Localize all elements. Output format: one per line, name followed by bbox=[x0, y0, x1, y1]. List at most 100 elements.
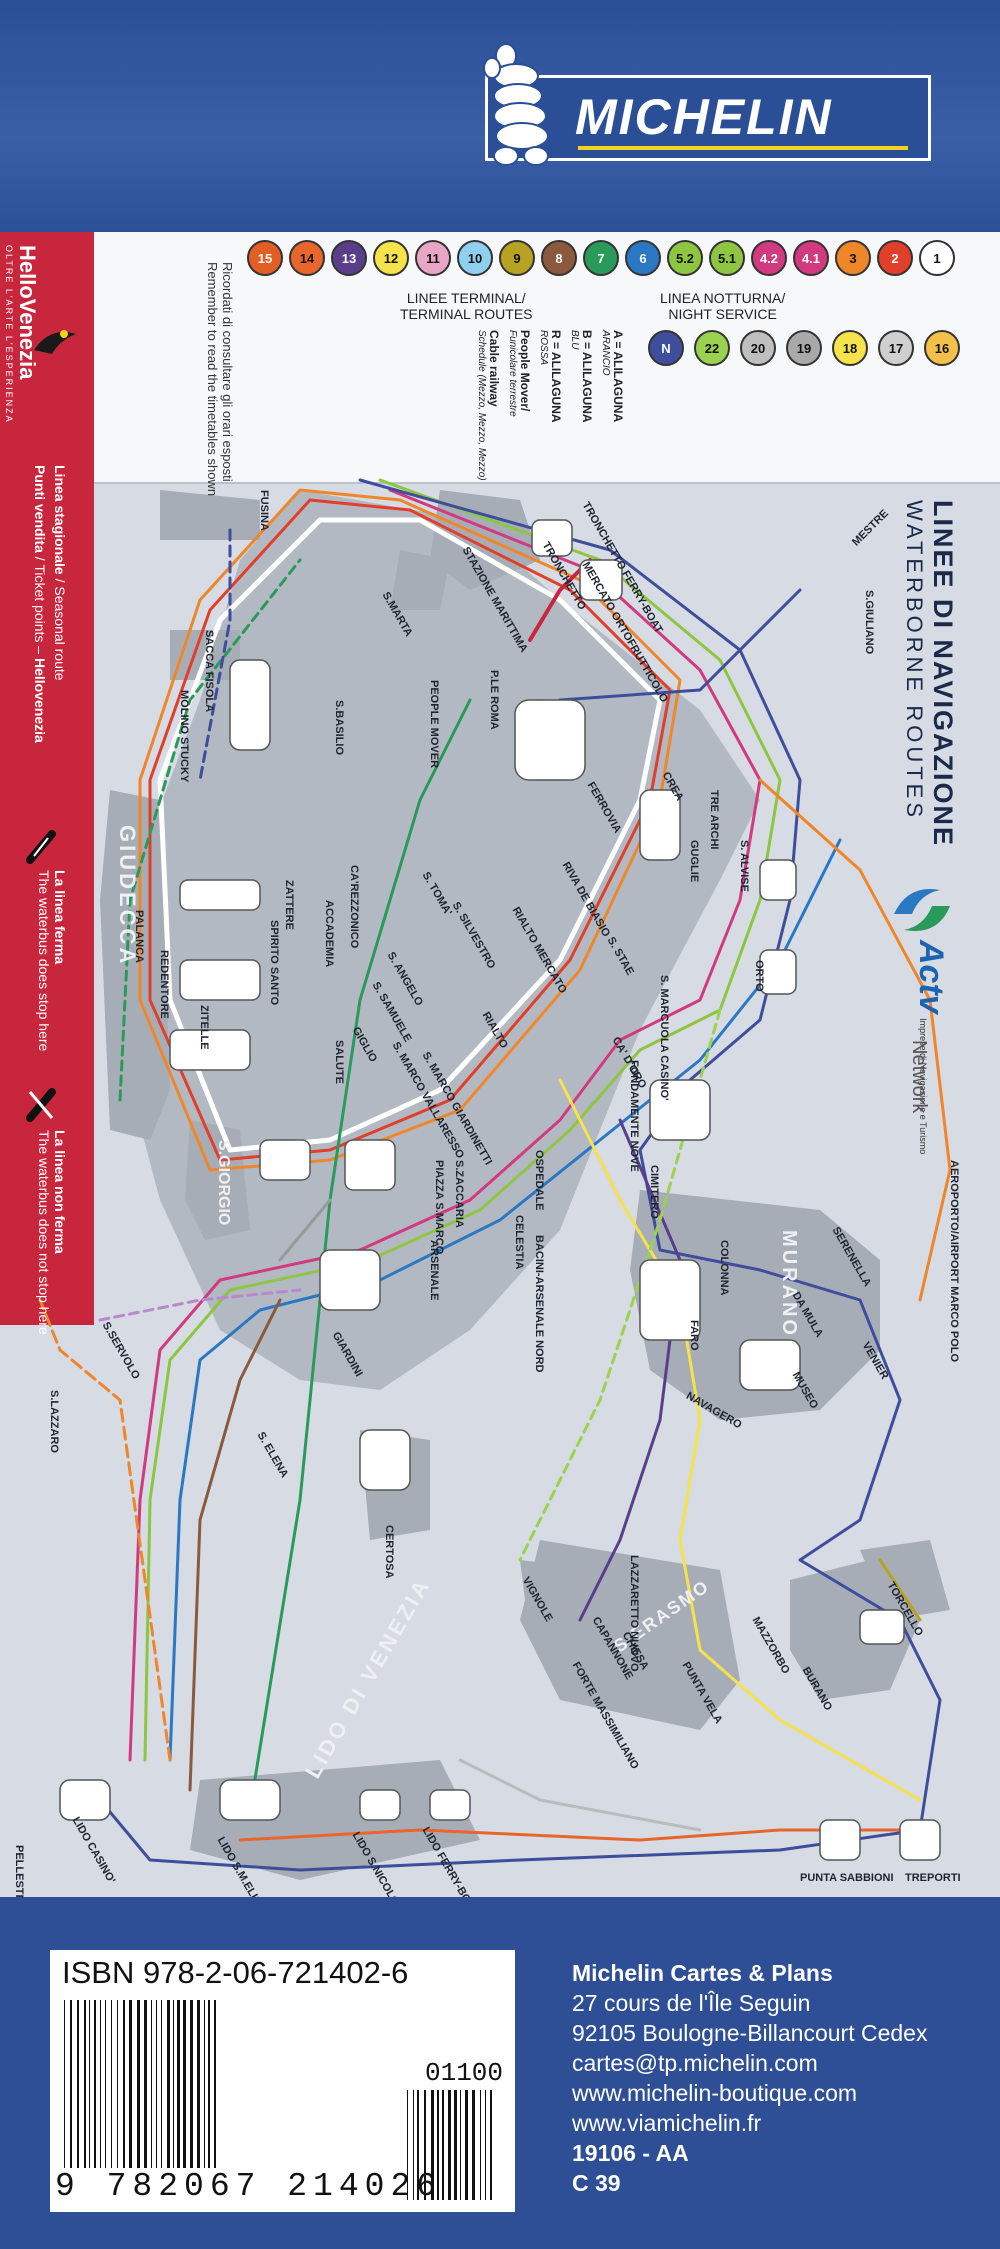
route-airport bbox=[758, 778, 952, 1302]
route-3 bbox=[138, 488, 682, 1172]
michelin-wordmark: MICHELIN bbox=[575, 89, 833, 145]
terminal-route-label: A = ALILAGUNA bbox=[611, 330, 625, 423]
barcode-bar bbox=[84, 2000, 86, 2168]
stop-marker bbox=[739, 1339, 801, 1391]
side-legend-points: Punti vendita / Ticket points – Helloven… bbox=[32, 465, 48, 743]
stop-label-salute: SALUTE bbox=[333, 1040, 345, 1084]
barcode-addon-bar bbox=[460, 2090, 461, 2200]
barcode-bar bbox=[64, 2000, 65, 2168]
island-giudecca bbox=[100, 790, 170, 1140]
stop-label-arsenale: ARSENALE bbox=[428, 1240, 440, 1301]
stop-marker bbox=[514, 699, 586, 781]
line-badge-14: 14 bbox=[289, 240, 325, 276]
terminal-route-label: Cable railway bbox=[487, 330, 501, 407]
map-subtitle: WATERBORNE ROUTES bbox=[902, 500, 927, 822]
barcode-bar bbox=[89, 2000, 90, 2168]
stop-label-molino: MOLINO STUCKY bbox=[178, 690, 190, 783]
publisher-name: Michelin Cartes & Plans bbox=[572, 1960, 833, 1986]
line-badge-10: 10 bbox=[457, 240, 493, 276]
island-vignole bbox=[520, 1560, 610, 1640]
line-badge-42: 4.2 bbox=[751, 240, 787, 276]
barcode-bar bbox=[190, 2000, 193, 2168]
terminal-route-sub: Funicolare terrestre bbox=[507, 330, 518, 417]
stop-marker bbox=[429, 1789, 471, 1821]
actv-logo-icon bbox=[890, 880, 954, 940]
barcode-bar bbox=[161, 2000, 162, 2168]
terminal-route-sub: ARANCIO bbox=[600, 330, 611, 376]
barcode-bar bbox=[123, 2000, 125, 2168]
stop-marker bbox=[219, 1779, 281, 1821]
route-9 bbox=[878, 1558, 922, 1622]
stop-label-ospedale: OSPEDALE bbox=[533, 1150, 545, 1211]
map-title-block: LINEE DI NAVIGAZIONE WATERBORNE ROUTES bbox=[901, 500, 958, 847]
nostop-symbol-icon bbox=[26, 1088, 56, 1122]
stop-label-celestia: CELESTIA bbox=[513, 1215, 525, 1270]
barcode-addon-bar bbox=[437, 2090, 439, 2200]
line-badge-2: 2 bbox=[877, 240, 913, 276]
barcode-bar bbox=[204, 2000, 205, 2168]
barcode-bar bbox=[151, 2000, 152, 2168]
island-torcello bbox=[860, 1540, 950, 1620]
publisher-email[interactable]: cartes@tp.michelin.com bbox=[572, 2050, 818, 2076]
barcode-addon-bars bbox=[405, 2090, 505, 2200]
hellovenezia-sub: OLTRE L'ARTE L'ESPERIENZA bbox=[4, 245, 14, 424]
barcode-addon-bar bbox=[472, 2090, 475, 2200]
stop-label-szaccaria: S.ZACCARIA bbox=[453, 1160, 465, 1228]
reminder-en: Remember to read the timetables shown bbox=[205, 262, 220, 497]
route-17 bbox=[458, 1758, 702, 1832]
route-12 bbox=[558, 1078, 922, 1802]
stop-label-people: PEOPLE MOVER bbox=[428, 680, 440, 769]
barcode-addon-bar bbox=[442, 2090, 444, 2200]
barcode-addon-digits: 01100 bbox=[425, 2058, 504, 2088]
island-tronchetto bbox=[430, 490, 540, 590]
barcode-addon-bar bbox=[407, 2090, 408, 2200]
barcode-bar bbox=[156, 2000, 157, 2168]
hellovenezia-mascot-icon bbox=[30, 320, 80, 360]
barcode-addon-bar bbox=[490, 2090, 492, 2200]
line-badge-18: 18 bbox=[832, 330, 868, 366]
stop-marker bbox=[759, 949, 797, 995]
barcode-bar bbox=[173, 2000, 174, 2168]
route-8 bbox=[188, 1298, 282, 1792]
stop-label-treporti: TREPORTI bbox=[905, 1872, 961, 1884]
line-badge-9: 9 bbox=[499, 240, 535, 276]
publisher-web1[interactable]: www.michelin-boutique.com bbox=[572, 2080, 858, 2106]
barcode-bar bbox=[167, 2000, 170, 2168]
bibendum-icon bbox=[478, 38, 578, 168]
barcode-addon-bar bbox=[465, 2090, 468, 2200]
route-20 bbox=[278, 1198, 332, 1262]
terminal-route-label: People Mover/ bbox=[518, 330, 532, 412]
terminal-route-item: People Mover/Funicolare terrestre bbox=[507, 330, 532, 450]
route-N bbox=[98, 478, 942, 1872]
actv-name: Actv bbox=[912, 940, 950, 1014]
line-badge-8: 8 bbox=[541, 240, 577, 276]
actv-network: Network bbox=[908, 1040, 930, 1114]
isbn-label: ISBN 978-2-06-721402-6 bbox=[62, 1955, 409, 1990]
barcode-bar bbox=[117, 2000, 118, 2168]
stop-label-salvise: S. ALVISE bbox=[738, 840, 750, 892]
barcode-bar bbox=[100, 2000, 101, 2168]
barcode-bar bbox=[105, 2000, 106, 2168]
stop-marker bbox=[859, 1609, 905, 1645]
stop-label-bacini: BACINI-ARSENALE NORD bbox=[533, 1235, 545, 1373]
terminal-routes-label: LINEE TERMINAL/ TERMINAL ROUTES bbox=[400, 290, 533, 322]
map-title: LINEE DI NAVIGAZIONE bbox=[928, 500, 958, 848]
stop-label-sbasilio: S.BASILIO bbox=[333, 700, 345, 756]
stop-label-slazzaro: S.LAZZARO bbox=[48, 1390, 60, 1453]
route-2 bbox=[148, 498, 672, 1162]
stop-marker bbox=[229, 659, 271, 751]
barcode-bar bbox=[214, 2000, 216, 2168]
stop-label-aeroporto: AEROPORTO/AIRPORT MARCO POLO bbox=[948, 1160, 960, 1363]
route-slazzaro bbox=[98, 1288, 302, 1322]
line-badge-22: 22 bbox=[694, 330, 730, 366]
publisher-web2[interactable]: www.viamichelin.fr bbox=[572, 2110, 762, 2136]
legend-band bbox=[0, 232, 1000, 484]
stop-marker bbox=[759, 859, 797, 901]
island-label-sgiorgio: S.GIORGIO bbox=[215, 1140, 232, 1226]
stop-marker bbox=[359, 1429, 411, 1491]
route-mestre bbox=[558, 588, 802, 702]
route-alilaguna-orange bbox=[38, 1298, 172, 1762]
